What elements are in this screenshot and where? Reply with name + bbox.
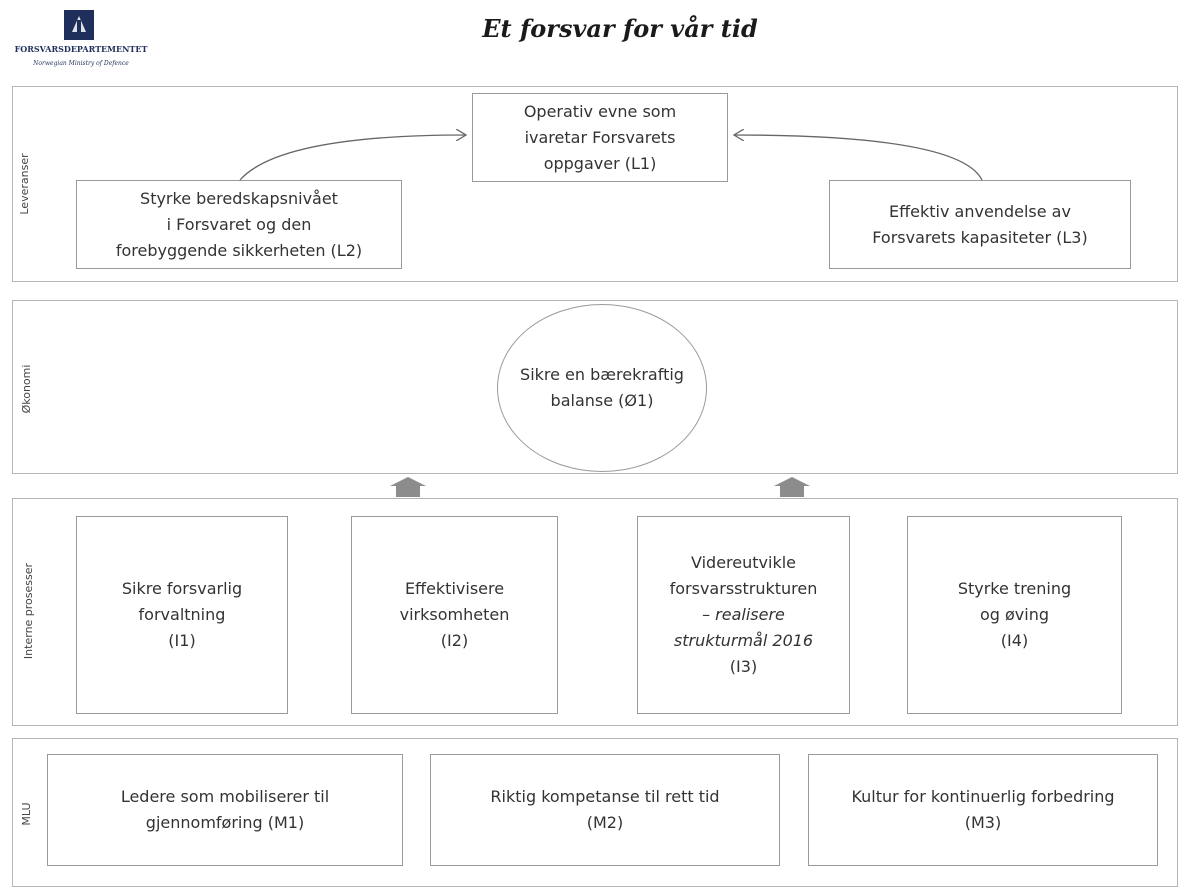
- box-l1: Operativ evne som ivaretar Forsvarets op…: [472, 93, 728, 182]
- box-l3-line: Effektiv anvendelse av: [889, 201, 1071, 221]
- ellipse-o1: Sikre en bærekraftig balanse (Ø1): [497, 304, 707, 472]
- box-l1-line: ivaretar Forsvarets: [524, 127, 676, 147]
- box-i2-line: virksomheten: [399, 605, 510, 624]
- band-label-leveranser: Leveranser: [17, 153, 31, 215]
- box-i1-line: (I1): [168, 631, 196, 650]
- box-i4-line: og øving: [979, 605, 1049, 624]
- box-i3-line: Videreutvikle: [691, 553, 796, 572]
- box-i3: Videreutvikle forsvarsstrukturen – reali…: [637, 516, 850, 714]
- box-i2-line: (I2): [440, 631, 469, 650]
- box-i2: Effektivisere virksomheten (I2): [351, 516, 558, 714]
- box-m1-line: Ledere som mobiliserer til: [120, 787, 330, 806]
- box-m3-line: Kultur for kontinuerlig forbedring: [851, 787, 1115, 806]
- box-m2-line: Riktig kompetanse til rett tid: [490, 787, 720, 806]
- box-l2: Styrke beredskapsnivået i Forsvaret og d…: [76, 180, 402, 269]
- box-i3-line: strukturmål 2016: [673, 631, 814, 650]
- up-arrow-right-icon: [774, 477, 810, 497]
- box-l2-line: i Forsvaret og den: [166, 214, 312, 234]
- box-l1-line: oppgaver (L1): [543, 153, 657, 173]
- box-i1-line: forvaltning: [138, 605, 226, 624]
- logo-name: FORSVARSDEPARTEMENTET: [14, 44, 148, 54]
- box-m1: Ledere som mobiliserer til gjennomføring…: [47, 754, 403, 866]
- box-m1-line: gjennomføring (M1): [145, 813, 305, 832]
- box-i4: Styrke trening og øving (I4): [907, 516, 1122, 714]
- box-l1-line: Operativ evne som: [523, 101, 677, 121]
- box-i4-line: (I4): [1000, 631, 1029, 650]
- box-i4-line: Styrke trening: [957, 579, 1072, 598]
- ellipse-o1-line: bærekraftig: [590, 365, 684, 384]
- logo-subtitle: Norwegian Ministry of Defence: [33, 60, 129, 67]
- page-title: Et forsvar for vår tid: [482, 14, 758, 43]
- box-l3: Effektiv anvendelse av Forsvarets kapasi…: [829, 180, 1131, 269]
- box-l2-line: forebyggende sikkerheten (L2): [115, 240, 363, 260]
- ellipse-o1-line: balanse: [550, 391, 614, 410]
- box-i2-line: Effektivisere: [404, 579, 505, 598]
- up-arrow-left-icon: [390, 477, 426, 497]
- box-m3: Kultur for kontinuerlig forbedring (M3): [808, 754, 1158, 866]
- box-i3-line: forsvarsstrukturen: [669, 579, 818, 598]
- band-label-okonomi: Økonomi: [19, 364, 33, 414]
- coat-of-arms-icon: [64, 10, 94, 40]
- box-i3-line: (I3): [729, 657, 758, 676]
- band-label-interne-prosesser: Interne prosesser: [21, 562, 35, 660]
- box-l3-line: Forsvarets kapasiteter (L3): [872, 227, 1088, 247]
- ellipse-o1-line: Sikre en: [520, 365, 586, 384]
- box-i1-line: Sikre forsvarlig: [121, 579, 243, 598]
- box-i3-line: – realisere: [702, 605, 785, 624]
- band-label-mlu: MLU: [19, 802, 33, 826]
- ellipse-o1-line: (Ø1): [618, 391, 654, 410]
- box-l2-line: Styrke beredskapsnivået: [140, 188, 338, 208]
- box-m3-line: (M3): [964, 813, 1002, 832]
- box-m2-line: (M2): [586, 813, 624, 832]
- logo: FORSVARSDEPARTEMENTET Norwegian Ministry…: [6, 8, 156, 76]
- box-i1: Sikre forsvarlig forvaltning (I1): [76, 516, 288, 714]
- box-m2: Riktig kompetanse til rett tid (M2): [430, 754, 780, 866]
